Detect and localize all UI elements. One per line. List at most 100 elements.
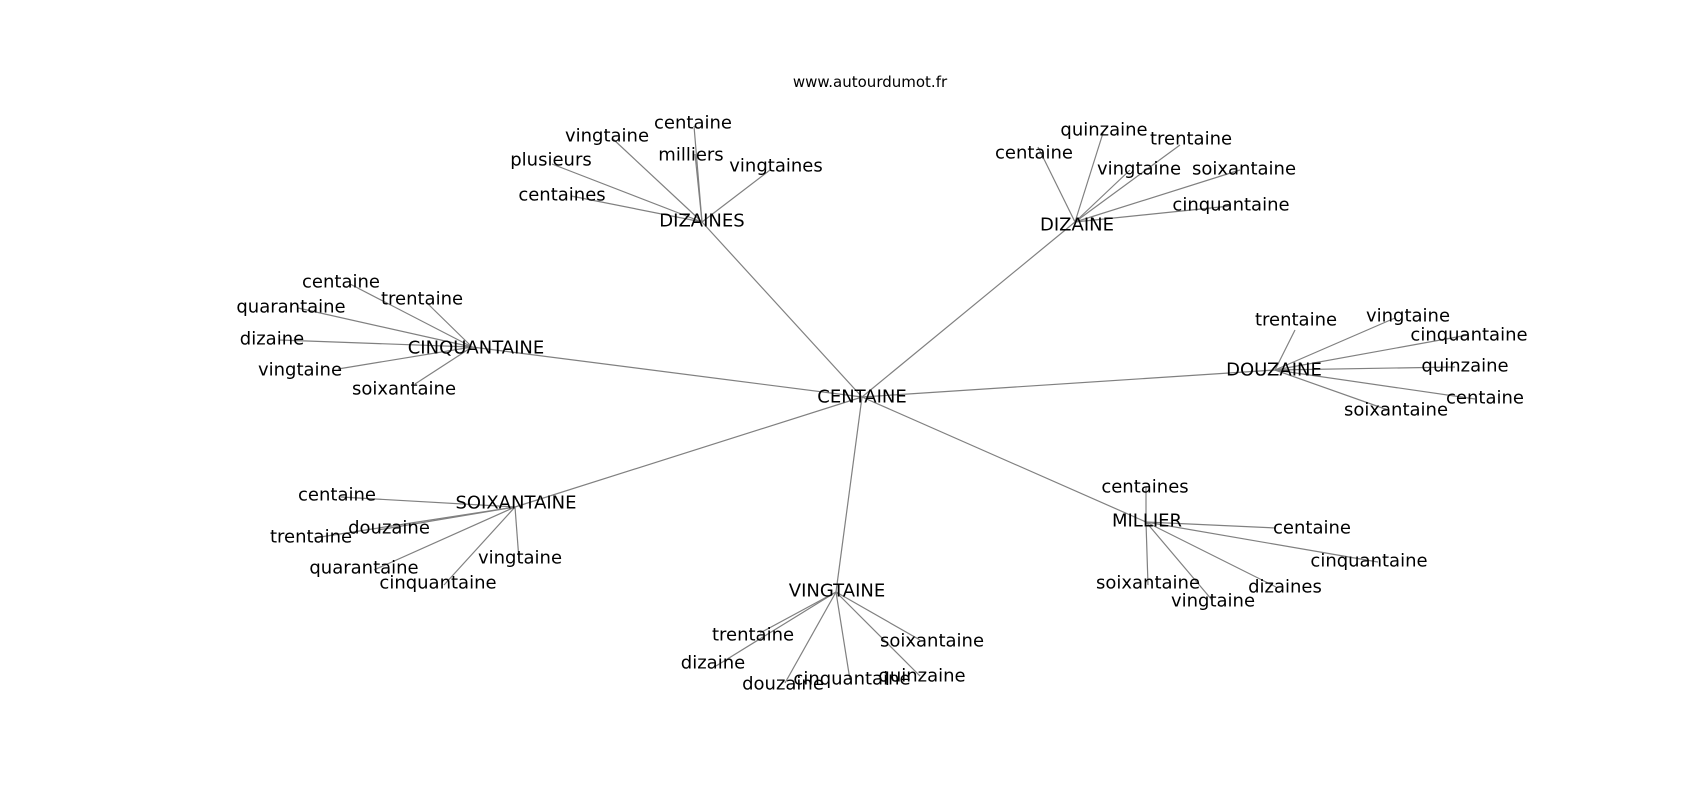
node-leaf-dizaines-milliers: milliers xyxy=(658,145,723,166)
edge-soixantaine-vingtaine xyxy=(514,506,520,561)
node-leaf-dizaines-vingtaine: vingtaine xyxy=(565,126,649,147)
node-leaf-millier-centaines: centaines xyxy=(1101,477,1188,498)
edge-root-vingtaine xyxy=(835,396,863,593)
node-leaf-cinquantaine-vingtaine: vingtaine xyxy=(258,360,342,381)
node-leaf-dizaine-soixantaine: soixantaine xyxy=(1192,159,1296,180)
edge-millier-soixantaine xyxy=(1145,521,1149,586)
node-leaf-douzaine-vingtaine: vingtaine xyxy=(1366,306,1450,327)
node-leaf-cinquantaine-dizaine: dizaine xyxy=(240,329,304,350)
edge-vingtaine-trentaine xyxy=(759,591,837,634)
edge-cinquantaine-quarantaine xyxy=(297,307,473,348)
node-leaf-douzaine-soixantaine: soixantaine xyxy=(1344,400,1448,421)
node-leaf-douzaine-centaine: centaine xyxy=(1446,388,1524,409)
node-leaf-soixantaine-douzaine: douzaine xyxy=(348,518,430,539)
node-leaf-cinquantaine-centaine: centaine xyxy=(302,272,380,293)
node-leaf-dizaine-centaine: centaine xyxy=(995,143,1073,164)
node-leaf-vingtaine-cinquantaine: cinquantaine xyxy=(793,669,910,690)
node-leaf-vingtaine-dizaine: dizaine xyxy=(681,653,745,674)
node-leaf-cinquantaine-soixantaine: soixantaine xyxy=(352,379,456,400)
edge-douzaine-cinquantaine xyxy=(1274,334,1469,371)
edge-root-cinquantaine xyxy=(471,346,863,398)
edge-dizaine-quinzaine xyxy=(1074,132,1104,223)
source-watermark: www.autourdumot.fr xyxy=(793,73,948,91)
node-leaf-dizaine-trentaine: trentaine xyxy=(1150,129,1232,150)
node-root-centaine: CENTAINE xyxy=(817,387,906,408)
node-leaf-dizaine-quinzaine: quinzaine xyxy=(1060,120,1147,141)
edge-millier-dizaines xyxy=(1145,521,1277,588)
node-leaf-vingtaine-quinzaine: quinzaine xyxy=(878,666,965,687)
edge-root-soixantaine xyxy=(514,396,863,508)
edge-millier-vingtaine xyxy=(1145,521,1213,601)
node-hub-vingtaine: VINGTAINE xyxy=(789,581,885,602)
edge-cinquantaine-centaine xyxy=(349,283,473,348)
node-leaf-soixantaine-quarantaine: quarantaine xyxy=(309,558,418,579)
node-leaf-cinquantaine-quarantaine: quarantaine xyxy=(236,297,345,318)
edge-dizaine-soixantaine xyxy=(1074,169,1241,223)
edge-dizaine-vingtaine xyxy=(1074,169,1131,223)
node-leaf-dizaine-vingtaine: vingtaine xyxy=(1097,159,1181,180)
edge-vingtaine-quinzaine xyxy=(835,591,921,677)
edge-dizaine-cinquantaine xyxy=(1074,205,1231,223)
edge-dizaines-vingtaine xyxy=(612,138,703,223)
node-hub-dizaine: DIZAINE xyxy=(1040,215,1114,236)
node-leaf-dizaine-cinquantaine: cinquantaine xyxy=(1172,195,1289,216)
edge-vingtaine-dizaine xyxy=(715,591,837,667)
node-hub-millier: MILLIER xyxy=(1112,511,1182,532)
node-leaf-dizaines-centaines: centaines xyxy=(518,185,605,206)
edge-dizaine-centaine xyxy=(1037,146,1076,223)
edge-douzaine-centaine xyxy=(1274,369,1476,400)
edge-root-dizaine xyxy=(861,221,1076,398)
edge-soixantaine-cinquantaine xyxy=(443,506,516,586)
edge-douzaine-quinzaine xyxy=(1274,366,1456,371)
node-leaf-millier-vingtaine: vingtaine xyxy=(1171,591,1255,612)
node-leaf-soixantaine-centaine: centaine xyxy=(298,485,376,506)
node-leaf-soixantaine-cinquantaine: cinquantaine xyxy=(379,573,496,594)
node-leaf-dizaines-centaine: centaine xyxy=(654,113,732,134)
edge-soixantaine-trentaine xyxy=(313,506,516,539)
edge-vingtaine-cinquantaine xyxy=(835,591,851,681)
node-hub-dizaines: DIZAINES xyxy=(659,211,744,232)
node-leaf-cinquantaine-trentaine: trentaine xyxy=(381,289,463,310)
node-leaf-vingtaine-trentaine: trentaine xyxy=(712,625,794,646)
edge-millier-cinquantaine xyxy=(1145,521,1379,563)
node-hub-cinquantaine: CINQUANTAINE xyxy=(408,338,545,359)
edge-cinquantaine-vingtaine xyxy=(337,346,473,370)
edge-cinquantaine-trentaine xyxy=(425,301,473,348)
edge-soixantaine-centaine xyxy=(340,496,516,508)
node-leaf-millier-soixantaine: soixantaine xyxy=(1096,573,1200,594)
edge-dizaines-milliers xyxy=(694,153,703,223)
edge-dizaines-centaines xyxy=(570,195,703,223)
edge-soixantaine-quarantaine xyxy=(373,506,516,571)
edge-cinquantaine-soixantaine xyxy=(414,346,473,385)
edge-douzaine-trentaine xyxy=(1274,329,1296,371)
node-leaf-soixantaine-trentaine: trentaine xyxy=(270,527,352,548)
node-leaf-soixantaine-vingtaine: vingtaine xyxy=(478,548,562,569)
edge-cinquantaine-dizaine xyxy=(279,339,473,348)
node-leaf-vingtaine-soixantaine: soixantaine xyxy=(880,631,984,652)
edge-root-douzaine xyxy=(861,369,1276,398)
edge-millier-centaine xyxy=(1145,521,1277,529)
node-leaf-millier-centaine: centaine xyxy=(1273,518,1351,539)
edge-vingtaine-soixantaine xyxy=(835,591,921,641)
node-hub-douzaine: DOUZAINE xyxy=(1226,360,1322,381)
node-leaf-douzaine-trentaine: trentaine xyxy=(1255,310,1337,331)
node-leaf-vingtaine-douzaine: douzaine xyxy=(742,674,824,695)
node-leaf-millier-cinquantaine: cinquantaine xyxy=(1310,551,1427,572)
edge-vingtaine-douzaine xyxy=(784,591,837,684)
graph-labels: CENTAINEDIZAINESvingtainecentaineplusieu… xyxy=(236,113,1527,695)
edge-root-dizaines xyxy=(701,221,863,398)
edge-douzaine-vingtaine xyxy=(1274,317,1396,371)
node-leaf-dizaines-vingtaines: vingtaines xyxy=(729,156,822,177)
graph-edges xyxy=(279,125,1476,684)
edge-dizaines-plusieurs xyxy=(551,163,703,223)
node-leaf-douzaine-quinzaine: quinzaine xyxy=(1421,356,1508,377)
edge-douzaine-soixantaine xyxy=(1274,369,1389,411)
edge-root-millier xyxy=(861,396,1147,523)
edge-dizaine-trentaine xyxy=(1074,144,1181,223)
node-leaf-millier-dizaines: dizaines xyxy=(1248,577,1322,598)
node-leaf-dizaines-plusieurs: plusieurs xyxy=(510,150,591,171)
edge-dizaines-vingtaines xyxy=(701,169,771,223)
node-hub-soixantaine: SOIXANTAINE xyxy=(455,493,576,514)
node-leaf-douzaine-cinquantaine: cinquantaine xyxy=(1410,325,1527,346)
